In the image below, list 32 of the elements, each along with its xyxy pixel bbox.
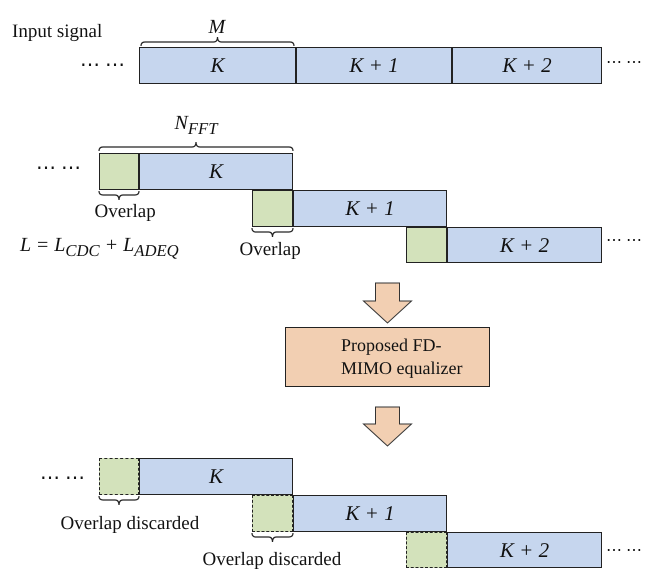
dimension-label: N$_{FFT}$ bbox=[174, 113, 218, 138]
discarded-overlap-block bbox=[252, 495, 293, 532]
dimension-label: M bbox=[208, 17, 226, 37]
signal-block: K + 1 bbox=[296, 47, 452, 84]
block-arrow bbox=[362, 406, 413, 447]
signal-block: K + 1 bbox=[293, 495, 447, 532]
signal-block: K + 1 bbox=[293, 190, 447, 227]
ellipsis: ⋯ ⋯ bbox=[40, 468, 85, 488]
signal-block: K + 2 bbox=[447, 227, 602, 263]
overlap-label: Overlap bbox=[240, 240, 301, 259]
overlap-block bbox=[252, 190, 293, 227]
discarded-overlap-block bbox=[406, 532, 447, 568]
signal-label: Input signal bbox=[12, 22, 102, 41]
block-arrow bbox=[362, 282, 413, 324]
ellipsis: ⋯ ⋯ bbox=[80, 55, 125, 75]
formula: L = L$_{CDC}$ + L$_{ADEQ}$ bbox=[20, 235, 179, 260]
overlap-block bbox=[406, 227, 447, 263]
ellipsis: ⋯ ⋯ bbox=[606, 233, 642, 249]
overlap-label: Overlap bbox=[94, 202, 156, 221]
process-box: Proposed FD- MIMO equalizer bbox=[285, 327, 490, 387]
signal-block: K bbox=[139, 153, 293, 190]
signal-block: K + 2 bbox=[452, 47, 602, 84]
overlap-label: Overlap discarded bbox=[60, 514, 200, 533]
ellipsis: ⋯ ⋯ bbox=[606, 55, 642, 71]
signal-block: K bbox=[139, 458, 293, 495]
signal-block: K bbox=[139, 47, 296, 84]
overlap-label: Overlap discarded bbox=[202, 550, 342, 569]
overlap-block bbox=[99, 153, 139, 190]
ellipsis: ⋯ ⋯ bbox=[606, 543, 642, 559]
ellipsis: ⋯ ⋯ bbox=[36, 158, 81, 178]
signal-block: K + 2 bbox=[447, 532, 602, 568]
discarded-overlap-block bbox=[99, 458, 139, 495]
